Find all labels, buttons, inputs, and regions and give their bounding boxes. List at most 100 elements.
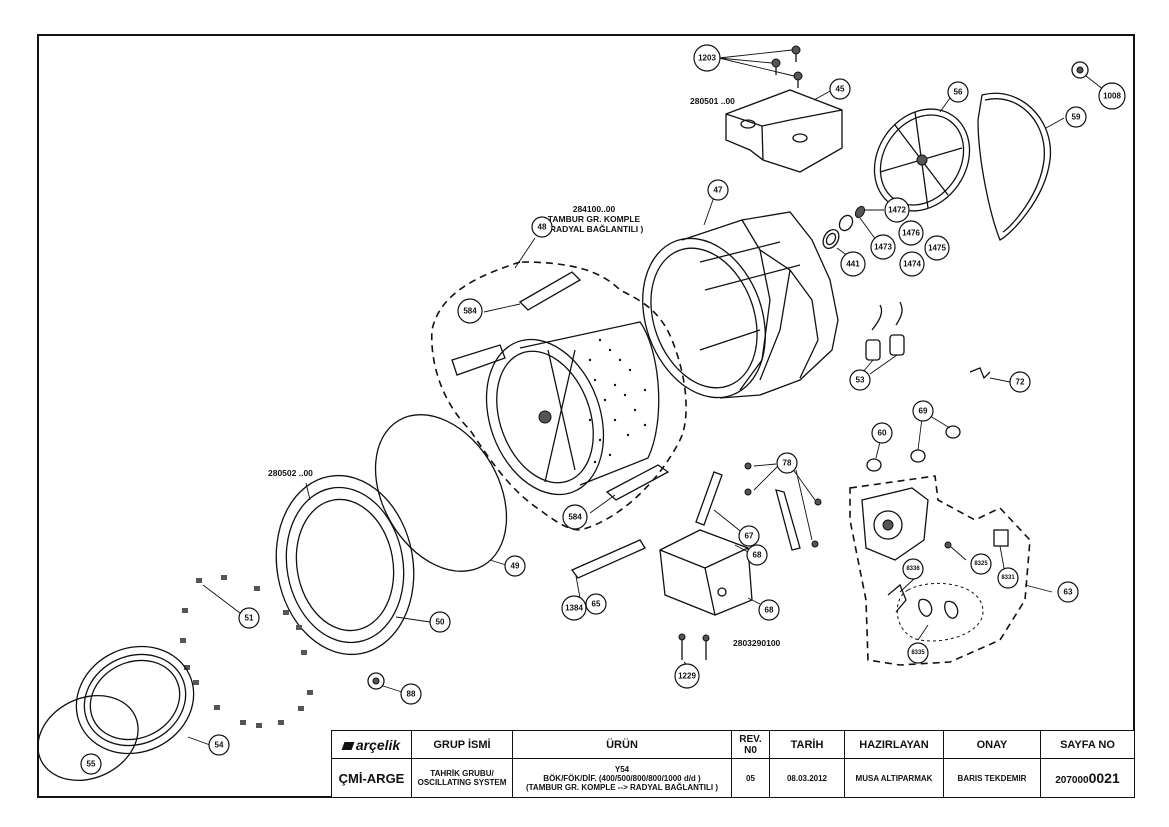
- svg-text:49: 49: [511, 562, 520, 571]
- callout-1476: 1476: [898, 220, 924, 246]
- svg-text:67: 67: [745, 532, 754, 541]
- front-panel-50: [275, 474, 431, 656]
- brush-group-boundary: [896, 582, 984, 642]
- rev-header: REV. N0: [731, 730, 770, 759]
- callout-68-lower: 68: [758, 599, 780, 621]
- product-value: Y54 BÖK/FÖK/DİF. (400/500/800/800/1000 d…: [512, 758, 732, 798]
- svg-text:8335: 8335: [911, 650, 925, 656]
- svg-text:1384: 1384: [565, 604, 583, 613]
- svg-text:48: 48: [538, 223, 547, 232]
- svg-text:47: 47: [714, 186, 723, 195]
- callout-78: 78: [776, 452, 798, 474]
- callout-55: 55: [80, 753, 102, 775]
- bearings-seals: [822, 205, 884, 257]
- callout-1472: 1472: [884, 197, 910, 223]
- callout-63: 63: [1057, 581, 1079, 603]
- tub-47: [642, 196, 839, 399]
- svg-text:68: 68: [765, 606, 774, 615]
- drum-lifters-584: [451, 271, 670, 514]
- callout-67: 67: [738, 525, 760, 547]
- svg-text:1475: 1475: [928, 244, 946, 253]
- clips-51: [180, 575, 313, 728]
- approved-value: BARIS TEKDEMIR: [943, 758, 1041, 798]
- date-value: 08.03.2012: [769, 758, 845, 798]
- svg-text:1008: 1008: [1103, 92, 1121, 101]
- svg-text:51: 51: [245, 614, 254, 623]
- drum-name: TAMBUR GR. KOMPLE: [548, 214, 641, 224]
- callout-1475: 1475: [924, 235, 950, 261]
- callout-48: 48: [531, 216, 553, 238]
- callout-8335: 8335: [907, 642, 929, 664]
- callout-584-lower: 584: [562, 504, 588, 530]
- dampers-67: [695, 462, 822, 554]
- callout-60: 60: [871, 422, 893, 444]
- svg-text:1203: 1203: [698, 54, 716, 63]
- motor-mount-68: [659, 529, 761, 616]
- brand-logo-icon: [341, 741, 355, 750]
- cover-code: 280501 ..00: [690, 96, 735, 106]
- svg-text:8336: 8336: [906, 566, 920, 572]
- callout-88: 88: [400, 683, 422, 705]
- part-1008: [1071, 61, 1105, 91]
- door-ring-54: [75, 645, 211, 755]
- svg-text:8325: 8325: [974, 561, 988, 567]
- callout-69: 69: [912, 400, 934, 422]
- callout-50: 50: [429, 611, 451, 633]
- prepared-value: MUSA ALTIPARMAK: [844, 758, 944, 798]
- base-code: 2803290100: [733, 638, 781, 648]
- lead-48: [514, 237, 536, 269]
- svg-text:72: 72: [1016, 378, 1025, 387]
- approved-header: ONAY: [943, 730, 1041, 759]
- motor: [861, 487, 1053, 593]
- belt-59: [977, 92, 1065, 241]
- callout-1008: 1008: [1098, 82, 1126, 110]
- callout-584-upper: 584: [457, 298, 483, 324]
- door-glass-55: [37, 694, 139, 782]
- callout-49: 49: [504, 555, 526, 577]
- callout-59: 59: [1065, 106, 1087, 128]
- svg-text:1476: 1476: [902, 229, 920, 238]
- counterweight-cover-45: [725, 89, 843, 173]
- callout-51: 51: [238, 607, 260, 629]
- drum-assembly-boundary: [430, 261, 687, 531]
- page-header: SAYFA NO: [1040, 730, 1135, 759]
- product-header: ÜRÜN: [512, 730, 732, 759]
- svg-text:1472: 1472: [888, 206, 906, 215]
- drum-note: ( RADYAL BAĞLANTILI ): [545, 223, 644, 234]
- svg-text:584: 584: [463, 307, 477, 316]
- callout-47: 47: [707, 179, 729, 201]
- svg-text:88: 88: [407, 690, 416, 699]
- callout-8336: 8336: [902, 558, 924, 580]
- screws-1229: [678, 633, 710, 665]
- svg-text:50: 50: [436, 618, 445, 627]
- svg-text:55: 55: [87, 760, 96, 769]
- callout-1473: 1473: [870, 234, 896, 260]
- svg-text:8331: 8331: [1001, 575, 1015, 581]
- svg-text:60: 60: [878, 429, 887, 438]
- svg-text:1229: 1229: [678, 672, 696, 681]
- department: ÇMİ-ARGE: [331, 758, 412, 798]
- svg-text:584: 584: [568, 513, 582, 522]
- pulley-56: [873, 97, 971, 212]
- clip-72: [969, 367, 1011, 383]
- svg-text:45: 45: [836, 85, 845, 94]
- callout-68-upper: 68: [746, 544, 768, 566]
- svg-text:65: 65: [592, 600, 601, 609]
- svg-text:53: 53: [856, 376, 865, 385]
- brand-logo: arçelik: [331, 730, 412, 759]
- springs-53: [862, 301, 905, 375]
- callout-441: 441: [840, 251, 866, 277]
- svg-text:68: 68: [753, 551, 762, 560]
- callout-1384: 1384: [561, 595, 587, 621]
- callout-1203: 1203: [693, 44, 721, 72]
- page-number: 2070000021: [1040, 758, 1135, 798]
- svg-text:1473: 1473: [874, 243, 892, 252]
- title-block: arçelik GRUP İSMİ ÜRÜN REV. N0 TARİH HAZ…: [331, 730, 1135, 798]
- svg-text:69: 69: [919, 407, 928, 416]
- callout-8325: 8325: [970, 553, 992, 575]
- group-header: GRUP İSMİ: [411, 730, 513, 759]
- part-88: [367, 672, 403, 693]
- callout-56: 56: [947, 81, 969, 103]
- callout-72: 72: [1009, 371, 1031, 393]
